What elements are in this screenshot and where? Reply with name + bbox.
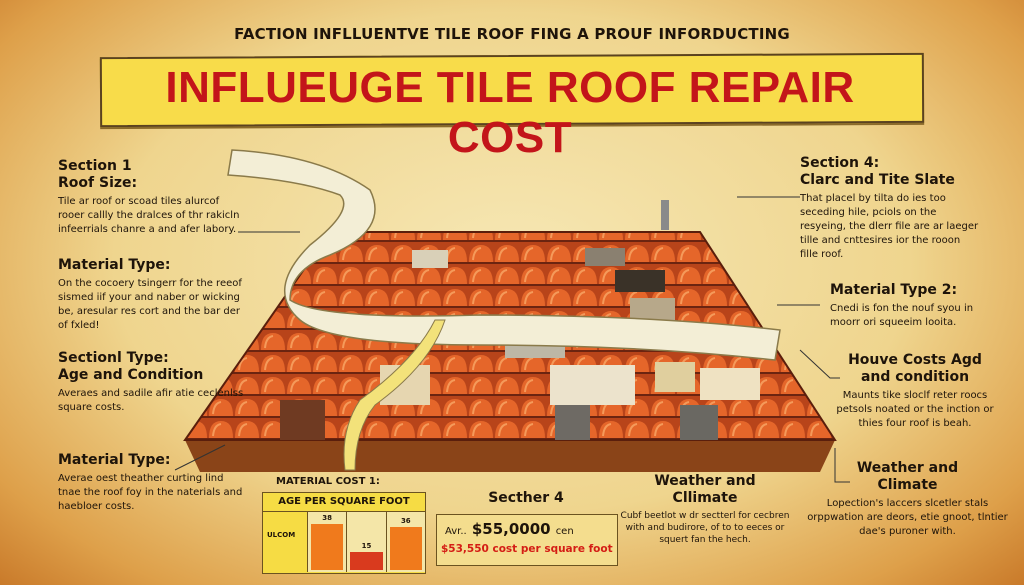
callout-line bbox=[834, 448, 850, 483]
cost-bar bbox=[311, 524, 344, 570]
tile-photo bbox=[655, 362, 695, 392]
average-cost-box: Avr.. $55,0000 cen $53,550 cost per squa… bbox=[436, 514, 618, 566]
page-subtitle: FACTION INFLLUENTVE TILE ROOF FING A PRO… bbox=[234, 25, 790, 43]
cost-bar-label: 36 bbox=[400, 517, 411, 525]
callout-line bbox=[174, 444, 226, 471]
section-heading: Material Type: bbox=[58, 257, 171, 273]
section-heading: Houve Costs Agd bbox=[848, 352, 982, 368]
tile-photo bbox=[630, 298, 675, 320]
cost-bar-label: 15 bbox=[361, 542, 372, 550]
section-subheading: Age and Condition bbox=[58, 367, 204, 383]
tile-photo bbox=[585, 248, 625, 266]
section-text: Cubf beetlot w dr sectterl for cecbren w… bbox=[620, 511, 790, 545]
callout-line bbox=[799, 349, 840, 379]
section-heading: Sectionl Type: bbox=[58, 350, 169, 366]
section-material-type: Material Type: On the cocoery tsingerr f… bbox=[58, 257, 248, 333]
section-subheading: Clarc and Tite Slate bbox=[800, 172, 955, 188]
section-weather-climate: Weather and Climate Lopection's laccers … bbox=[800, 460, 1015, 539]
tile-photo bbox=[280, 400, 325, 440]
chimney-vent bbox=[661, 200, 669, 230]
average-value: $55,0000 bbox=[471, 520, 551, 538]
tile-photo bbox=[700, 368, 760, 400]
cost-box-header: AGE PER SQUARE FOOT bbox=[263, 493, 425, 512]
section-heading: Weather and bbox=[654, 473, 756, 489]
tile-photo bbox=[555, 405, 590, 440]
page-title: INFLUEUGE TILE ROOF REPAIR COST bbox=[165, 63, 855, 162]
bottom-weather-section: Weather and Cllimate Cubf beetlot w dr s… bbox=[615, 473, 795, 546]
section-material-type-right: Material Type 2: Cnedi is fon the nouf s… bbox=[830, 282, 1000, 330]
cost-bar-cell: 15 bbox=[346, 512, 386, 572]
tile-photo bbox=[412, 250, 448, 268]
section-text: Maunts tike sloclf reter roocs petsols n… bbox=[836, 390, 994, 429]
section-text: That placel by tilta do ies too seceding… bbox=[800, 193, 979, 260]
measuring-tape bbox=[227, 149, 781, 361]
section-roof-size: Section 1 Roof Size: Tile ar roof or sco… bbox=[58, 158, 248, 237]
section-age-condition: Sectionl Type: Age and Condition Averaes… bbox=[58, 350, 248, 415]
average-heading-wrap: Secther 4 bbox=[436, 490, 616, 507]
cost-per-square-foot: $53,550 cost per square foot bbox=[441, 543, 613, 555]
section-heading: Weather and bbox=[856, 460, 959, 476]
section-heading: Section 4: bbox=[800, 155, 880, 171]
cost-bar-cell: 38 bbox=[307, 512, 347, 572]
section-subheading: Roof Size: bbox=[58, 175, 138, 191]
material-cost-box: AGE PER SQUARE FOOT ULCOM 38 15 36 bbox=[262, 492, 426, 574]
section-subheading: and condition bbox=[860, 369, 970, 385]
section-subheading: Cllimate bbox=[672, 490, 738, 506]
section-heading: Material Type: bbox=[58, 452, 171, 468]
section-subheading: Climate bbox=[877, 477, 938, 493]
section-text: Lopection's laccers slcetler stals orppw… bbox=[807, 498, 1008, 537]
cost-row-label: ULCOM bbox=[267, 531, 296, 539]
cost-bar-label: 38 bbox=[322, 514, 333, 522]
section-material-type-2: Material Type: Averae oest theather curt… bbox=[58, 452, 248, 514]
section-text: Averaes and sadile afir atie ceclenlss s… bbox=[58, 388, 244, 413]
section-text: Averae oest theather curting lind tnae t… bbox=[58, 473, 243, 512]
cost-bar bbox=[350, 552, 383, 570]
tile-photo bbox=[550, 365, 635, 405]
section-clarc-tile-slate: Section 4: Clarc and Tite Slate That pla… bbox=[800, 155, 980, 262]
measuring-tape-yellow bbox=[343, 319, 446, 471]
cost-box-label: MATERIAL COST 1: bbox=[276, 476, 380, 487]
cost-bar bbox=[389, 527, 422, 570]
tile-photo bbox=[615, 270, 665, 292]
roof-fascia bbox=[185, 440, 835, 472]
average-suffix: cen bbox=[555, 526, 574, 537]
section-heading: Section 1 bbox=[58, 158, 132, 174]
cost-bar-cell: 36 bbox=[385, 512, 425, 572]
section-house-costs: Houve Costs Agd and condition Maunts tik… bbox=[835, 352, 995, 431]
average-prefix: Avr.. bbox=[445, 526, 467, 537]
section-text: On the cocoery tsingerr for the reeof si… bbox=[58, 278, 242, 331]
section-heading: Material Type 2: bbox=[830, 282, 958, 298]
section-text: Tile ar roof or scoad tiles alurcof rooe… bbox=[58, 196, 240, 235]
tile-photo bbox=[680, 405, 718, 440]
average-heading: Secther 4 bbox=[488, 490, 564, 506]
section-text: Cnedi is fon the nouf syou in moorr ori … bbox=[830, 303, 974, 328]
